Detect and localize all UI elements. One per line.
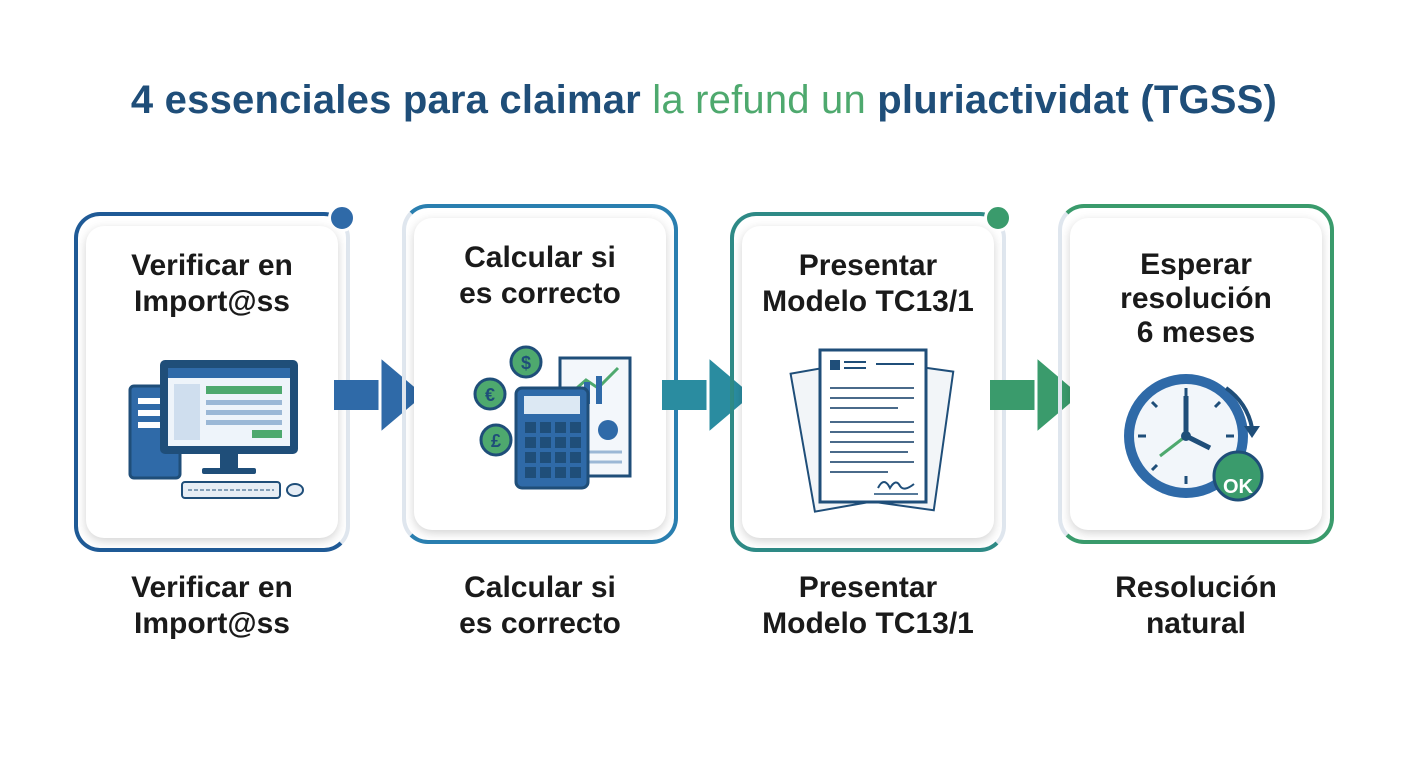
step-1-title-line-2: Import@ss <box>134 285 290 318</box>
step-2-caption-line-2: es correcto <box>459 607 621 640</box>
title-part-2: la refund un <box>652 78 866 122</box>
step-1-title-line-1: Verificar en <box>131 249 293 282</box>
step-4-title-line-2: resolución <box>1120 282 1272 315</box>
step-2-caption: Calcular si es correcto <box>390 570 690 642</box>
step-2-title: Calcular si es correcto <box>414 240 666 312</box>
step-4-title-line-3: 6 meses <box>1136 316 1256 349</box>
step-2-caption-line-1: Calcular si <box>464 571 616 604</box>
svg-text:£: £ <box>491 431 501 451</box>
svg-text:$: $ <box>521 353 531 373</box>
step-3-caption-line-2: Modelo TC13/1 <box>762 607 974 640</box>
step-1-caption-line-1: Verificar en <box>131 571 293 604</box>
step-3-dot <box>984 204 1012 232</box>
step-1: Verificar en Import@ss <box>74 204 356 552</box>
step-3-caption-line-1: Presentar <box>798 571 938 604</box>
ok-badge: OK <box>1223 476 1253 498</box>
step-4-title-line-1: Esperar <box>1140 248 1252 281</box>
step-3: Presentar Modelo TC13/1 <box>730 204 1012 552</box>
svg-text:€: € <box>485 385 495 405</box>
title-part-1: 4 essenciales para claimar <box>130 78 641 122</box>
step-3-card: Presentar Modelo TC13/1 <box>742 226 994 538</box>
step-1-title: Verificar en Import@ss <box>86 248 338 320</box>
step-1-dot <box>328 204 356 232</box>
step-2-title-line-1: Calcular si <box>464 241 616 274</box>
step-4-caption-line-2: natural <box>1145 607 1247 640</box>
step-3-caption: Presentar Modelo TC13/1 <box>718 570 1018 642</box>
step-4: Esperar resolución 6 meses OK <box>1058 204 1334 544</box>
page-title: 4 essenciales para claimar la refund un … <box>0 78 1408 123</box>
step-1-card: Verificar en Import@ss <box>86 226 338 538</box>
step-4-card: Esperar resolución 6 meses OK <box>1070 218 1322 530</box>
computer-icon <box>128 360 304 499</box>
document-icon <box>789 348 955 513</box>
step-4-frame <box>1058 204 1334 544</box>
title-part-3: pluriactividat (TGSS) <box>877 78 1278 122</box>
step-1-caption: Verificar en Import@ss <box>62 570 362 642</box>
step-4-caption: Resolución natural <box>1046 570 1346 642</box>
step-1-caption-line-2: Import@ss <box>134 607 290 640</box>
calculator-icon: $ € £ <box>473 345 632 490</box>
step-3-title-line-2: Modelo TC13/1 <box>762 285 974 318</box>
step-2-title-line-2: es correcto <box>459 277 621 310</box>
clock-icon <box>1124 374 1264 502</box>
step-2-frame <box>402 204 678 544</box>
step-2: Calcular si es correcto $ € £ <box>402 204 678 544</box>
step-4-title: Esperar resolución 6 meses <box>1070 248 1322 350</box>
step-3-title-line-1: Presentar <box>798 249 938 282</box>
step-3-title: Presentar Modelo TC13/1 <box>742 248 994 320</box>
step-4-caption-line-1: Resolución <box>1115 571 1277 604</box>
step-2-card: Calcular si es correcto $ € £ <box>414 218 666 530</box>
